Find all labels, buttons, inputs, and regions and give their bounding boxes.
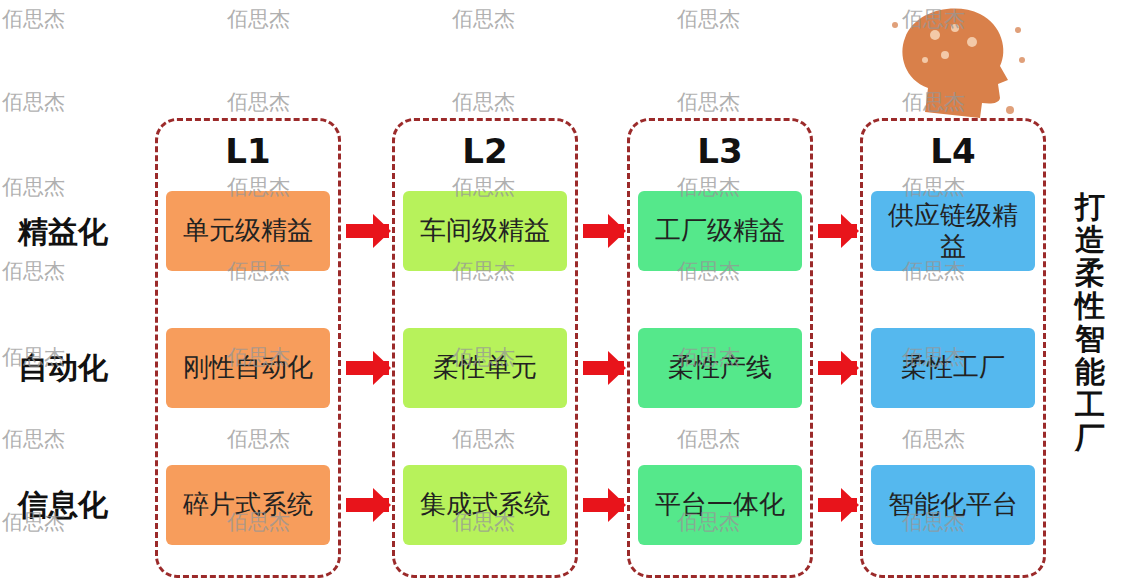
watermark: 佰思杰: [902, 5, 965, 33]
flow-arrow: [346, 498, 389, 512]
watermark: 佰思杰: [677, 508, 740, 536]
watermark: 佰思杰: [452, 343, 515, 371]
watermark: 佰思杰: [452, 173, 515, 201]
watermark: 佰思杰: [2, 5, 65, 33]
level-heading: L4: [863, 131, 1043, 171]
box-text: 工厂级精益: [655, 215, 785, 246]
watermark: 佰思杰: [452, 508, 515, 536]
row-label: 精益化: [18, 212, 108, 253]
level-heading: L3: [630, 131, 810, 171]
watermark: 佰思杰: [227, 5, 290, 33]
box-text: 车间级精益: [420, 215, 550, 246]
level-heading: L1: [158, 131, 338, 171]
level-heading: L2: [395, 131, 575, 171]
watermark: 佰思杰: [227, 425, 290, 453]
watermark: 佰思杰: [2, 173, 65, 201]
watermark: 佰思杰: [2, 343, 65, 371]
watermark: 佰思杰: [227, 88, 290, 116]
watermark: 佰思杰: [452, 425, 515, 453]
flow-arrow: [818, 224, 857, 238]
watermark: 佰思杰: [902, 508, 965, 536]
flow-arrow: [583, 361, 624, 375]
watermark: 佰思杰: [2, 508, 65, 536]
watermark: 佰思杰: [227, 343, 290, 371]
watermark: 佰思杰: [2, 257, 65, 285]
vertical-title: 打造柔性智能工厂: [1075, 190, 1105, 454]
watermark: 佰思杰: [227, 173, 290, 201]
flow-arrow: [346, 224, 389, 238]
watermark: 佰思杰: [677, 173, 740, 201]
watermark: 佰思杰: [902, 425, 965, 453]
flow-arrow: [818, 498, 857, 512]
watermark: 佰思杰: [452, 88, 515, 116]
watermark: 佰思杰: [227, 508, 290, 536]
watermark: 佰思杰: [452, 5, 515, 33]
flow-arrow: [346, 361, 389, 375]
watermark: 佰思杰: [2, 425, 65, 453]
flow-arrow: [583, 498, 624, 512]
watermark: 佰思杰: [677, 425, 740, 453]
flow-arrow: [583, 224, 624, 238]
watermark: 佰思杰: [227, 257, 290, 285]
box-text: 供应链级精益: [881, 200, 1025, 262]
watermark: 佰思杰: [677, 343, 740, 371]
watermark: 佰思杰: [677, 257, 740, 285]
watermark: 佰思杰: [677, 88, 740, 116]
watermark: 佰思杰: [452, 257, 515, 285]
watermark: 佰思杰: [677, 5, 740, 33]
watermark: 佰思杰: [902, 343, 965, 371]
flow-arrow: [818, 361, 857, 375]
box-text: 单元级精益: [183, 215, 313, 246]
watermark: 佰思杰: [902, 257, 965, 285]
watermark: 佰思杰: [902, 173, 965, 201]
watermark: 佰思杰: [2, 88, 65, 116]
watermark: 佰思杰: [902, 88, 965, 116]
